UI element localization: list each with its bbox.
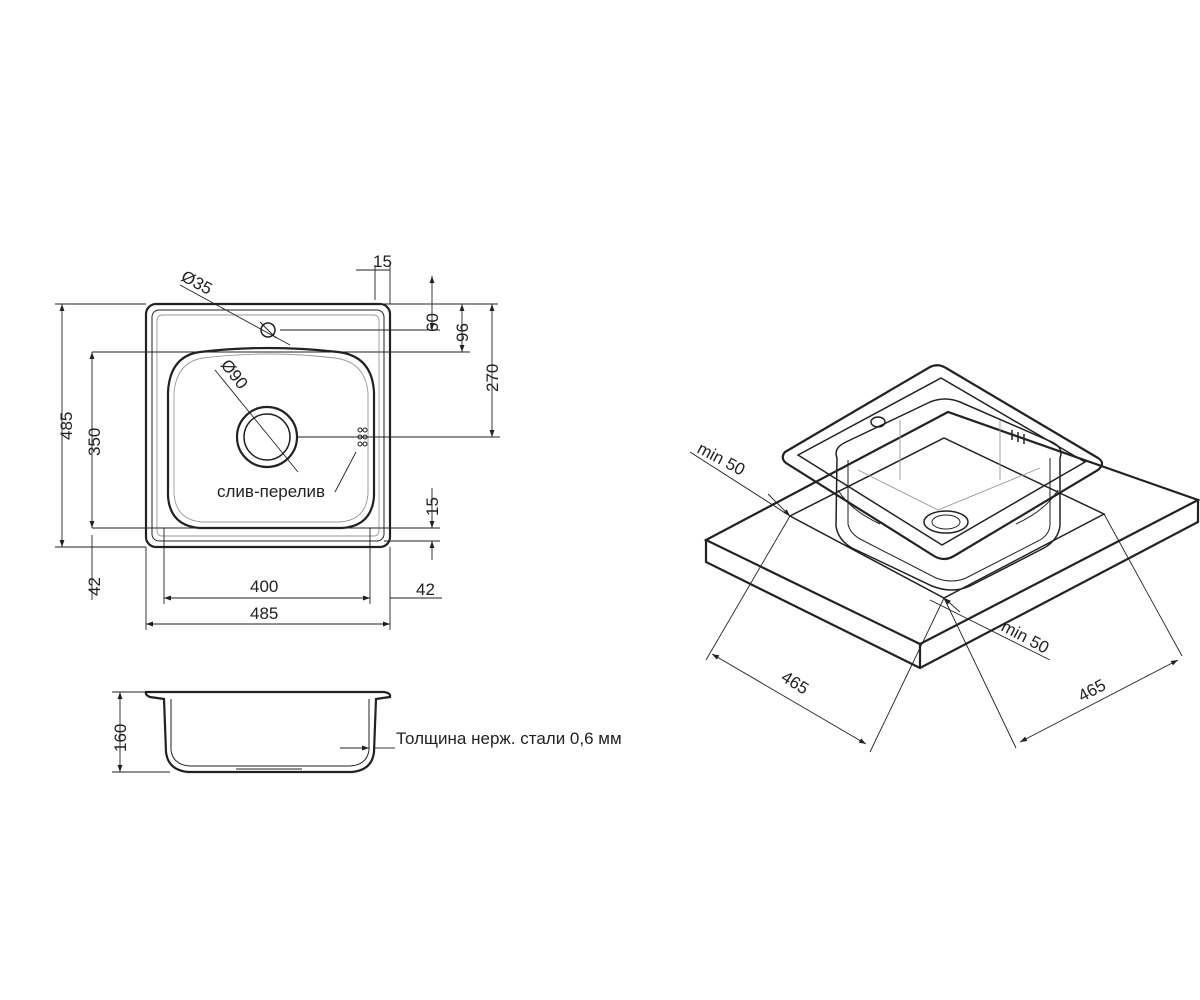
section-view: 160 Толщина нерж. стали 0,6 мм [111,690,622,774]
dim-right-margin: 42 [416,580,435,599]
sink-rim-fold [156,314,380,537]
overflow-icon [357,427,368,447]
tap-hole-iso [870,416,886,428]
dim-bowl-height: 350 [85,428,104,456]
install-view: min 50 min 50 465 465 [689,364,1200,753]
dim-total-height: 485 [57,412,76,440]
dim-rim-top: 15 [373,252,392,271]
sink-rim-inner-edge [151,309,385,542]
tap-hole [260,322,276,338]
dim-depth: 160 [111,724,130,752]
thickness-note: Толщина нерж. стали 0,6 мм [396,729,622,748]
dim-tap-offset: 60 [423,313,442,332]
dim-bowl-width: 400 [250,577,278,596]
dim-bowl-top: 96 [453,323,472,342]
cutout-dimension-left: 465 [778,667,812,698]
sink-bowl-iso [835,398,1062,591]
drain-overflow-label: слив-перелив [217,482,325,501]
sink-bowl-outline [166,346,376,530]
min-distance-right: min 50 [998,617,1052,658]
sink-outer-rim [144,302,392,549]
sink-rim-iso [781,364,1104,561]
drain-outer [235,405,299,469]
sink-rim-inner-iso [796,377,1087,546]
drain-iso [923,510,969,534]
section-outline [144,690,392,774]
min-distance-left: min 50 [694,439,748,480]
drain-diameter: Ø90 [217,356,252,393]
dim-bowl-bottom: 15 [423,497,442,516]
top-view: Ø35 Ø90 слив-перелив 15 60 96 270 15 485 [55,252,502,630]
dim-drain-offset: 270 [483,364,502,392]
drain-inner [243,413,291,461]
sink-bowl-inner [173,353,369,523]
cutout-dimension-right: 465 [1075,675,1109,705]
countertop-front [704,500,1200,670]
overflow-icon-iso [1011,430,1025,444]
dim-total-width: 485 [250,604,278,623]
dim-left-margin: 42 [85,577,104,596]
